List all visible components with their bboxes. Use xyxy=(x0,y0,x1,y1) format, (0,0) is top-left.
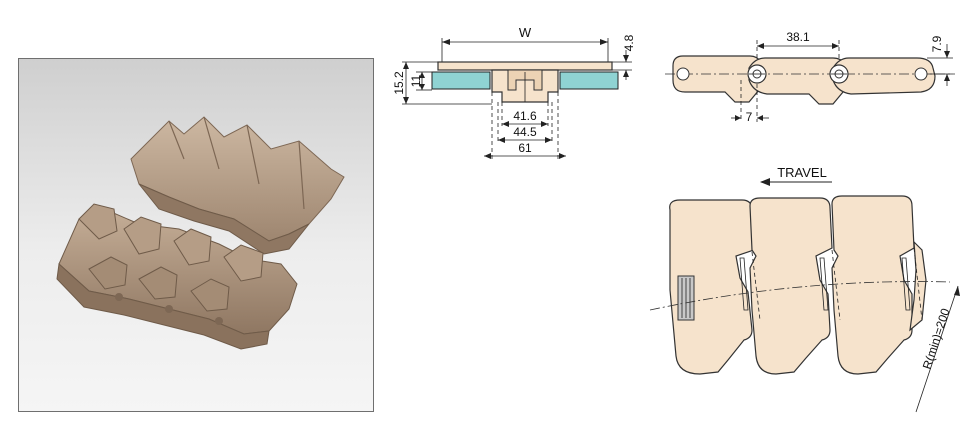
height-dimension: 7.9 xyxy=(927,35,953,86)
plate-1 xyxy=(669,199,755,375)
pin-offset-dimension: 7 xyxy=(731,80,769,124)
pin-4 xyxy=(914,67,928,81)
bend-centerline xyxy=(649,281,951,311)
hinge-pin-3 xyxy=(819,257,829,311)
outer-height-label: 15.2 xyxy=(392,71,406,95)
link-3 xyxy=(832,57,936,95)
cross-section-drawing: W 4.8 15.2 11 xyxy=(392,25,636,160)
width-dimensions: 41.6 44.5 61 xyxy=(484,92,566,160)
bend-view-drawing: TRAVEL R(min)=200 xyxy=(649,165,960,413)
chain-photo-illustration xyxy=(56,116,345,350)
plate-thickness-label: 4.8 xyxy=(622,34,636,51)
right-wear-strip xyxy=(559,71,619,90)
height-label: 7.9 xyxy=(930,35,944,52)
pin-1 xyxy=(676,67,690,81)
left-wear-strip xyxy=(431,71,491,90)
plate-2 xyxy=(749,197,833,375)
inner-height-label: 11 xyxy=(409,74,423,87)
width-mid-label: 44.5 xyxy=(513,125,537,139)
lower-chain-segment xyxy=(56,203,298,350)
height-dimensions: 15.2 11 xyxy=(392,61,492,105)
travel-indicator: TRAVEL xyxy=(760,165,832,186)
pitch-label: 38.1 xyxy=(786,30,810,44)
radius-label: R(min)=200 xyxy=(920,306,953,371)
travel-label: TRAVEL xyxy=(777,165,827,180)
side-view-drawing: 38.1 7.9 7 xyxy=(665,30,955,124)
width-w-label: W xyxy=(519,25,532,40)
product-photo xyxy=(18,58,374,412)
pitch-dimension: 38.1 xyxy=(756,30,840,80)
width-inner-label: 41.6 xyxy=(513,109,537,123)
plate-thickness-dimension: 4.8 xyxy=(612,34,636,80)
width-w-dimension: W xyxy=(441,25,609,62)
width-outer-label: 61 xyxy=(518,141,532,155)
hinge-pin-2 xyxy=(739,257,749,311)
hinge-pin-4 xyxy=(901,257,911,311)
top-plate xyxy=(437,61,613,71)
plate-3 xyxy=(831,195,915,375)
upper-chain-segment xyxy=(130,116,345,255)
pin-offset-label: 7 xyxy=(746,110,753,124)
